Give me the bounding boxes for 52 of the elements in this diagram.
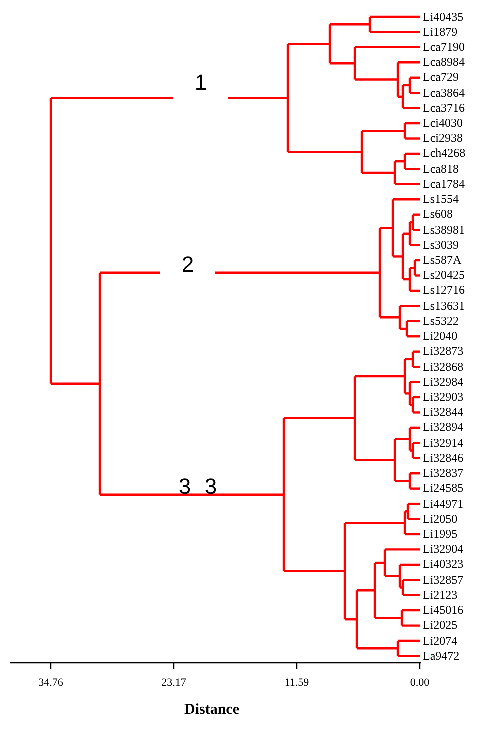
leaf-label: Li1879 <box>423 26 458 38</box>
leaf-label: Li40435 <box>423 10 464 22</box>
leaf-label: Ls5322 <box>423 314 459 327</box>
leaf-label: Ls608 <box>423 208 453 220</box>
tick-label: 34.76 <box>38 678 64 689</box>
leaf-label: Lca7190 <box>423 40 465 53</box>
leaf-label: Lca3716 <box>423 102 465 114</box>
leaf-label: Lca1784 <box>423 178 465 190</box>
leaf-label: Ls20425 <box>423 269 465 282</box>
tick-label: 0.00 <box>410 678 430 689</box>
leaf-label: Li32837 <box>423 467 464 480</box>
leaf-label: Ls3039 <box>423 238 459 251</box>
leaf-label: Li2040 <box>423 330 458 342</box>
leaf-label: La9472 <box>423 650 460 662</box>
leaf-label: Ls13631 <box>423 300 465 312</box>
leaf-label: Li1995 <box>423 528 458 540</box>
axis-title: Distance <box>184 703 240 718</box>
leaf-label: Lca8984 <box>423 56 465 68</box>
tick-label: 11.59 <box>284 678 310 689</box>
leaf-label: Li32846 <box>423 452 464 464</box>
leaf-label: Ls1554 <box>423 193 459 206</box>
leaf-label: Li32844 <box>423 406 464 418</box>
leaf-label: Li32894 <box>423 421 464 434</box>
cluster-number: 3 <box>204 476 218 498</box>
leaf-label: Lch4268 <box>423 147 466 160</box>
leaf-label: Lci2938 <box>423 132 463 144</box>
leaf-label: Li2025 <box>423 619 458 632</box>
leaf-label: Li44971 <box>423 498 464 510</box>
leaf-label: Li45016 <box>423 604 464 616</box>
leaf-label: Li24585 <box>423 482 464 494</box>
tick-label: 23.17 <box>162 678 186 689</box>
leaf-label: Lci4030 <box>423 117 463 130</box>
leaf-label: Li32868 <box>423 360 464 373</box>
leaf-label: Lca818 <box>423 162 459 175</box>
leaf-label: Li32903 <box>423 391 464 403</box>
leaf-label: Li32904 <box>423 543 464 556</box>
leaf-label: Li32857 <box>423 574 464 586</box>
leaf-label: Li2123 <box>423 588 458 601</box>
leaf-label: Li2074 <box>423 634 458 647</box>
cluster-number: 3 <box>178 476 192 498</box>
leaf-label: Li32873 <box>423 345 464 358</box>
leaf-label: Li2050 <box>423 512 458 525</box>
cluster-number: 2 <box>182 254 194 276</box>
leaf-label: Li32984 <box>423 376 464 388</box>
leaf-label: Li32914 <box>423 436 464 449</box>
leaf-label: Lca3864 <box>423 86 465 99</box>
leaf-label: Ls38981 <box>423 224 465 236</box>
leaf-label: Ls587A <box>423 254 462 266</box>
leaf-label: Lca729 <box>423 71 459 84</box>
cluster-number: 1 <box>194 72 208 94</box>
leaf-label: Ls12716 <box>423 284 465 296</box>
leaf-label: Li40323 <box>423 558 464 570</box>
